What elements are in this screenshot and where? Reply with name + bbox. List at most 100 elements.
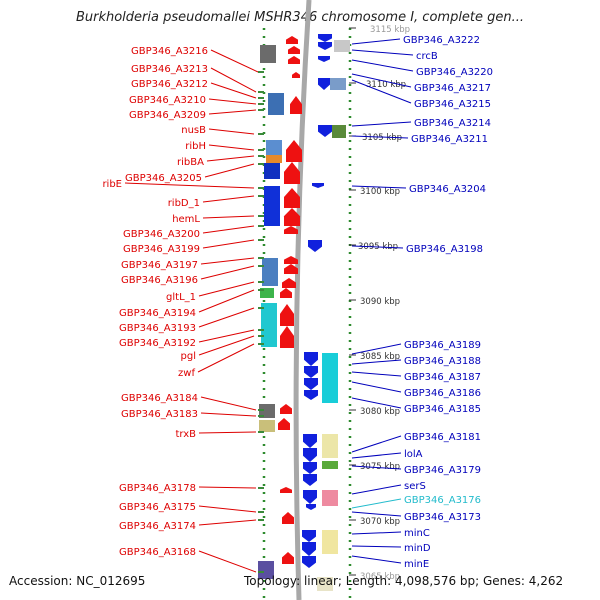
gene-feature-block[interactable] [260, 45, 276, 63]
left-gene-label-GBP346_A3175[interactable]: GBP346_A3175 [119, 502, 196, 513]
gene-feature-block[interactable] [330, 78, 346, 90]
gene-feature-block[interactable] [322, 434, 338, 458]
gene-feature-block[interactable] [322, 461, 338, 469]
gene-arrow-down[interactable] [302, 530, 316, 542]
right-gene-label-lolA[interactable]: lolA [404, 449, 423, 460]
left-gene-label-GBP346_A3205[interactable]: GBP346_A3205 [125, 173, 202, 184]
right-gene-label-GBP346_A3179[interactable]: GBP346_A3179 [404, 465, 481, 476]
gene-arrow-down[interactable] [303, 490, 317, 504]
right-gene-label-minC[interactable]: minC [404, 528, 430, 539]
gene-feature-block[interactable] [262, 258, 278, 272]
gene-arrow-up[interactable] [280, 288, 292, 298]
gene-arrow-up[interactable] [282, 512, 294, 524]
gene-feature-block[interactable] [317, 577, 333, 591]
right-gene-label-GBP346_A3188[interactable]: GBP346_A3188 [404, 356, 481, 367]
gene-arrow-down[interactable] [302, 542, 316, 556]
gene-arrow-up[interactable] [282, 278, 296, 288]
gene-arrow-up[interactable] [290, 96, 302, 114]
gene-feature-block[interactable] [266, 155, 282, 163]
right-gene-label-GBP346_A3215[interactable]: GBP346_A3215 [414, 99, 491, 110]
left-gene-label-GBP346_A3184[interactable]: GBP346_A3184 [121, 393, 198, 404]
gene-arrow-down[interactable] [303, 474, 317, 486]
gene-arrow-down[interactable] [304, 378, 318, 390]
gene-arrow-down[interactable] [303, 462, 317, 474]
right-gene-label-GBP346_A3217[interactable]: GBP346_A3217 [414, 83, 491, 94]
left-gene-label-GBP346_A3174[interactable]: GBP346_A3174 [119, 521, 196, 532]
left-gene-label-trxB[interactable]: trxB [175, 429, 196, 440]
left-gene-label-ribBA[interactable]: ribBA [177, 157, 204, 168]
gene-arrow-up[interactable] [284, 256, 298, 264]
right-gene-label-GBP346_A3214[interactable]: GBP346_A3214 [414, 118, 491, 129]
left-gene-label-pgl[interactable]: pgl [181, 351, 196, 362]
gene-arrow-down[interactable] [318, 78, 330, 90]
right-gene-label-GBP346_A3222[interactable]: GBP346_A3222 [403, 35, 480, 46]
gene-arrow-up[interactable] [286, 36, 298, 44]
gene-feature-block[interactable] [322, 353, 338, 403]
gene-arrow-up[interactable] [280, 304, 294, 326]
gene-arrow-down[interactable] [302, 556, 316, 568]
left-gene-label-hemL[interactable]: hemL [172, 214, 200, 225]
gene-arrow-down[interactable] [304, 352, 318, 366]
gene-arrow-up[interactable] [288, 56, 300, 64]
left-gene-label-GBP346_A3194[interactable]: GBP346_A3194 [119, 308, 196, 319]
left-gene-label-GBP346_A3216[interactable]: GBP346_A3216 [131, 46, 208, 57]
left-gene-label-GBP346_A3192[interactable]: GBP346_A3192 [119, 338, 196, 349]
gene-feature-block[interactable] [322, 530, 338, 554]
gene-feature-block[interactable] [258, 561, 274, 579]
left-gene-label-GBP346_A3212[interactable]: GBP346_A3212 [131, 79, 208, 90]
left-gene-label-ribD_1[interactable]: ribD_1 [168, 198, 200, 209]
left-gene-label-GBP346_A3196[interactable]: GBP346_A3196 [121, 275, 198, 286]
left-gene-label-GBP346_A3210[interactable]: GBP346_A3210 [129, 95, 206, 106]
right-gene-label-minE[interactable]: minE [404, 559, 429, 570]
gene-arrow-up[interactable] [284, 264, 298, 274]
gene-arrow-up[interactable] [284, 226, 298, 234]
gene-arrow-up[interactable] [278, 418, 290, 430]
left-gene-label-GBP346_A3183[interactable]: GBP346_A3183 [121, 409, 198, 420]
left-gene-label-GBP346_A3178[interactable]: GBP346_A3178 [119, 483, 196, 494]
gene-arrow-up[interactable] [284, 188, 300, 208]
left-gene-label-GBP346_A3197[interactable]: GBP346_A3197 [121, 260, 198, 271]
left-gene-label-GBP346_A3209[interactable]: GBP346_A3209 [129, 110, 206, 121]
gene-arrow-up[interactable] [284, 162, 300, 184]
gene-feature-block[interactable] [322, 490, 338, 506]
gene-arrow-up[interactable] [292, 72, 300, 78]
right-gene-label-GBP346_A3186[interactable]: GBP346_A3186 [404, 388, 481, 399]
gene-arrow-up[interactable] [284, 208, 300, 226]
gene-arrow-down[interactable] [303, 434, 317, 448]
right-gene-label-serS[interactable]: serS [404, 481, 426, 492]
right-gene-label-GBP346_A3176[interactable]: GBP346_A3176 [404, 495, 481, 506]
left-gene-label-gltL_1[interactable]: gltL_1 [166, 292, 196, 303]
gene-feature-block[interactable] [332, 125, 346, 138]
gene-feature-block[interactable] [262, 272, 278, 286]
right-gene-label-GBP346_A3189[interactable]: GBP346_A3189 [404, 340, 481, 351]
gene-arrow-down[interactable] [303, 448, 317, 462]
left-gene-label-nusB[interactable]: nusB [181, 125, 206, 136]
gene-arrow-up[interactable] [280, 404, 292, 414]
left-gene-label-GBP346_A3199[interactable]: GBP346_A3199 [123, 244, 200, 255]
gene-arrow-down[interactable] [318, 56, 330, 62]
gene-arrow-down[interactable] [318, 125, 332, 137]
gene-feature-block[interactable] [259, 404, 275, 418]
right-gene-label-GBP346_A3211[interactable]: GBP346_A3211 [411, 134, 488, 145]
gene-arrow-up[interactable] [280, 487, 292, 493]
gene-arrow-down[interactable] [318, 34, 332, 42]
left-gene-label-ribE[interactable]: ribE [102, 179, 122, 190]
right-gene-label-GBP346_A3204[interactable]: GBP346_A3204 [409, 184, 486, 195]
left-gene-label-GBP346_A3193[interactable]: GBP346_A3193 [119, 323, 196, 334]
left-gene-label-GBP346_A3168[interactable]: GBP346_A3168 [119, 547, 196, 558]
right-gene-label-GBP346_A3220[interactable]: GBP346_A3220 [416, 67, 493, 78]
gene-arrow-up[interactable] [280, 326, 294, 348]
gene-arrow-down[interactable] [306, 504, 316, 510]
gene-arrow-down[interactable] [304, 366, 318, 378]
right-gene-label-GBP346_A3198[interactable]: GBP346_A3198 [406, 244, 483, 255]
gene-feature-block[interactable] [261, 303, 277, 347]
gene-feature-block[interactable] [268, 93, 284, 115]
gene-arrow-up[interactable] [288, 46, 300, 54]
right-gene-label-GBP346_A3187[interactable]: GBP346_A3187 [404, 372, 481, 383]
right-gene-label-GBP346_A3185[interactable]: GBP346_A3185 [404, 404, 481, 415]
left-gene-label-GBP346_A3200[interactable]: GBP346_A3200 [123, 229, 200, 240]
right-gene-label-crcB[interactable]: crcB [416, 51, 438, 62]
gene-arrow-down[interactable] [304, 390, 318, 400]
gene-feature-block[interactable] [264, 186, 280, 226]
